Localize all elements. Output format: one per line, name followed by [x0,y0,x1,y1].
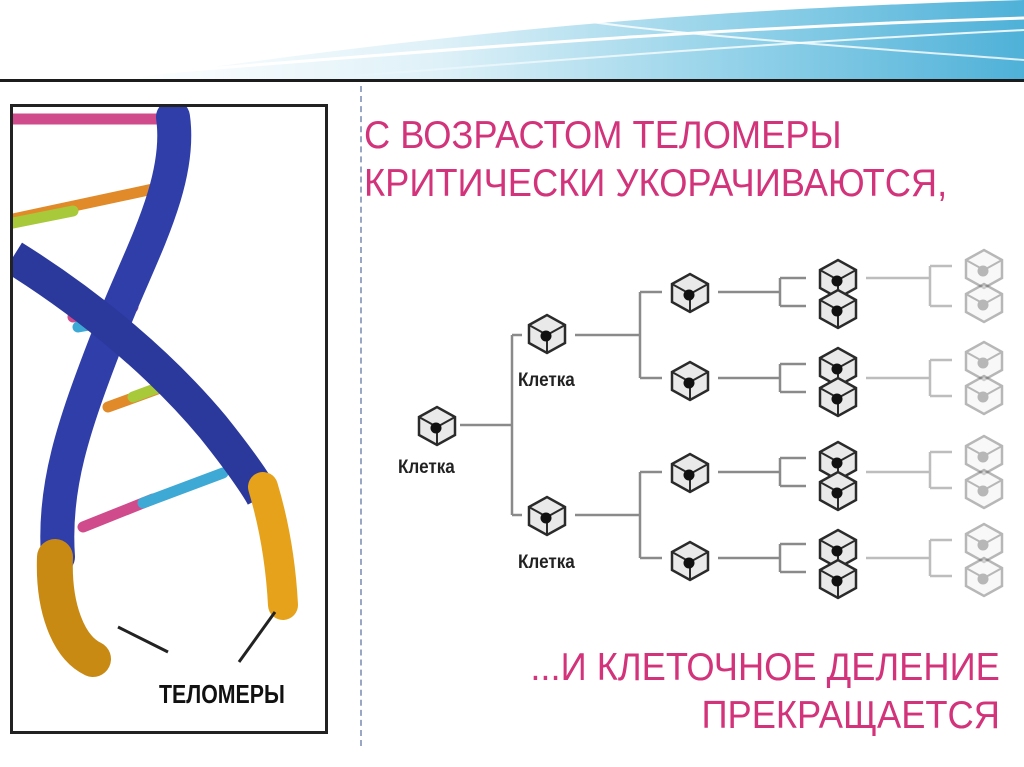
faded-cell-icon [964,522,1004,564]
cell-division-tree [417,248,1004,600]
header-rule [0,79,1024,82]
cell-grandchild-icon [670,540,710,582]
faded-cell-icon [964,282,1004,324]
cell-grandchild-icon [670,360,710,402]
child-bottom-cell-label: Клетка [518,552,575,573]
cell-grandchild-icon [670,272,710,314]
faded-cell-icon [964,248,1004,290]
faded-cell-icon [964,374,1004,416]
title-line-1: С ВОЗРАСТОМ ТЕЛОМЕРЫ [364,114,842,157]
cell-gen3-icon [818,558,858,600]
cell-gen3-icon [818,376,858,418]
vertical-divider [360,86,362,746]
faded-cell-icon [964,468,1004,510]
faded-cell-icon [964,434,1004,476]
cell-grandchild-icon [670,452,710,494]
dna-helix-illustration [13,107,298,677]
cell-child-top-icon [527,313,567,355]
bottom-text-line-1: ...И КЛЕТОЧНОЕ ДЕЛЕНИЕ [530,646,1000,689]
child-top-cell-label: Клетка [518,370,575,391]
telomeres-label: ТЕЛОМЕРЫ [159,679,285,709]
cell-gen3-icon [818,470,858,512]
cell-child-bottom-icon [527,495,567,537]
faded-cell-icon [964,556,1004,598]
root-cell-label: Клетка [398,457,455,478]
faded-cell-icon [964,340,1004,382]
title-line-2: КРИТИЧЕСКИ УКОРАЧИВАЮТСЯ, [364,162,948,205]
header-wave-decoration [0,0,1024,82]
bottom-text-line-2: ПРЕКРАЩАЕТСЯ [701,694,1000,737]
dna-illustration-panel: ТЕЛОМЕРЫ [10,104,328,734]
cell-root-icon [417,405,457,447]
cell-gen3-icon [818,288,858,330]
